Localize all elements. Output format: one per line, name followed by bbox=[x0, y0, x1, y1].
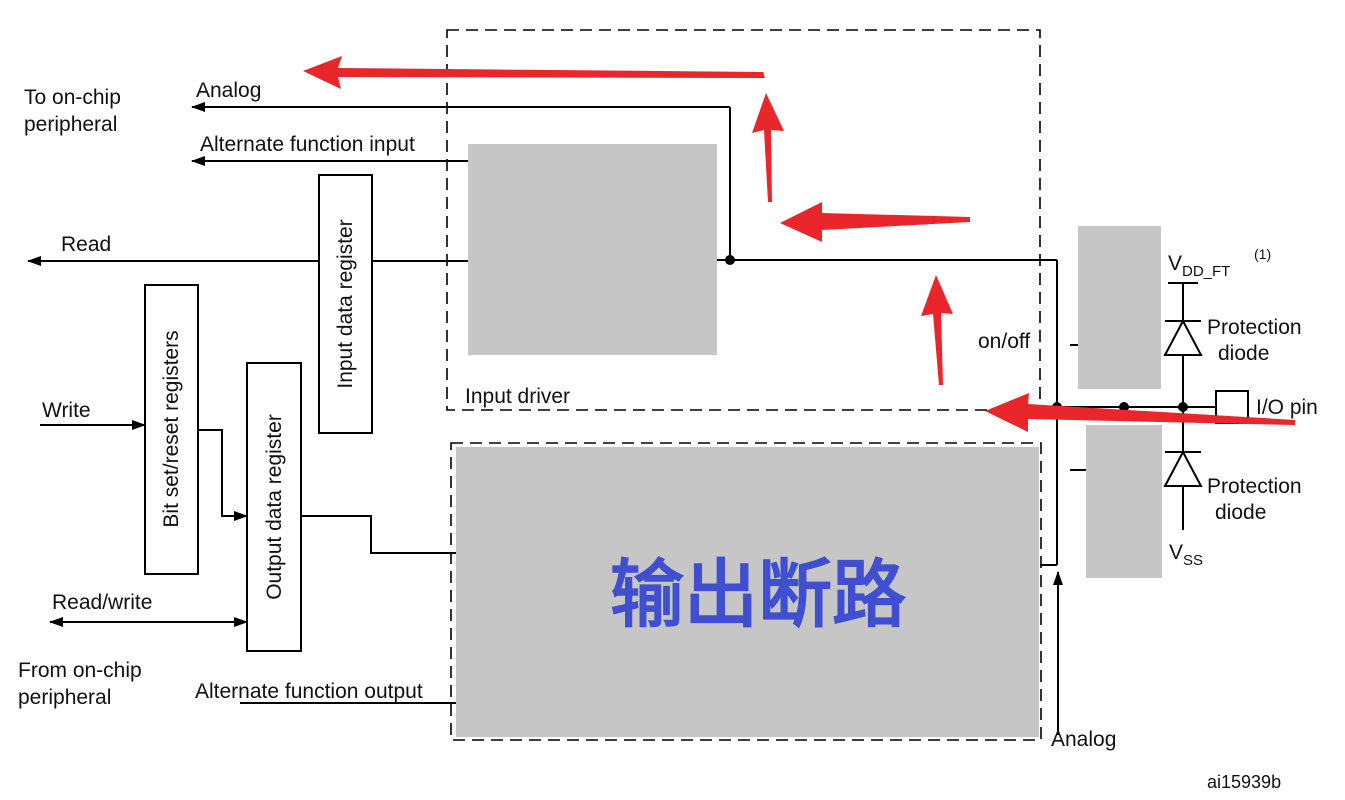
red-signal-arrows bbox=[303, 56, 1295, 432]
output-block-mask bbox=[456, 447, 1039, 737]
io-pin-label: I/O pin bbox=[1256, 396, 1318, 419]
read-label: Read bbox=[61, 233, 111, 256]
pulldown-mask bbox=[1086, 425, 1162, 578]
to-onchip-label-2: peripheral bbox=[24, 113, 117, 136]
red-arrow-io-left bbox=[985, 393, 1295, 432]
input-driver-mask bbox=[468, 144, 717, 355]
on-off-label: on/off bbox=[978, 330, 1030, 353]
bit-set-reset-register-label: Bit set/reset registers bbox=[160, 330, 183, 527]
output-driver-enclosure bbox=[450, 442, 1042, 741]
figure-id-label: ai15939b bbox=[1207, 772, 1281, 792]
svg-text:VDD_FT: VDD_FT bbox=[1168, 252, 1230, 280]
output-block-overlay-text: 输出断路 bbox=[610, 552, 907, 638]
svg-text:VSS: VSS bbox=[1169, 541, 1203, 569]
input-data-register-box: Input data register bbox=[318, 174, 373, 434]
input-driver-label: Input driver bbox=[465, 385, 570, 408]
protection-bottom-label-2: diode bbox=[1215, 501, 1266, 524]
input-driver-enclosure bbox=[446, 29, 1041, 411]
vss-label: VSS bbox=[1169, 541, 1203, 569]
wires bbox=[27, 102, 1220, 735]
protection-diode-top bbox=[1163, 318, 1203, 356]
protection-top-label-2: diode bbox=[1218, 342, 1269, 365]
read-write-label: Read/write bbox=[52, 591, 152, 614]
protection-diode-bottom bbox=[1163, 449, 1203, 487]
from-onchip-label-2: peripheral bbox=[18, 686, 111, 709]
analog-bottom-label: Analog bbox=[1051, 728, 1116, 751]
alt-func-input-label: Alternate function input bbox=[200, 133, 415, 156]
output-data-register-box: Output data register bbox=[246, 362, 302, 652]
bit-set-reset-register-box: Bit set/reset registers bbox=[144, 284, 199, 575]
red-arrow-up-lower bbox=[921, 275, 953, 385]
write-label: Write bbox=[42, 399, 91, 422]
red-arrow-up-upper bbox=[752, 93, 784, 202]
input-data-register-label: Input data register bbox=[334, 219, 357, 388]
svg-text:(1): (1) bbox=[1254, 246, 1271, 262]
vdd-ft-label: VDD_FT (1) bbox=[1168, 246, 1271, 280]
red-arrow-top-left bbox=[303, 56, 765, 89]
protection-bottom-label-1: Protection bbox=[1207, 475, 1302, 498]
from-onchip-label-1: From on-chip bbox=[18, 659, 142, 682]
alt-func-output-label: Alternate function output bbox=[195, 680, 423, 703]
pullup-mask bbox=[1078, 226, 1161, 389]
analog-top-label: Analog bbox=[196, 79, 261, 102]
red-arrow-mid-left bbox=[780, 202, 970, 242]
output-data-register-label: Output data register bbox=[263, 414, 286, 600]
to-onchip-label-1: To on-chip bbox=[24, 86, 121, 109]
protection-top-label-1: Protection bbox=[1207, 316, 1302, 339]
